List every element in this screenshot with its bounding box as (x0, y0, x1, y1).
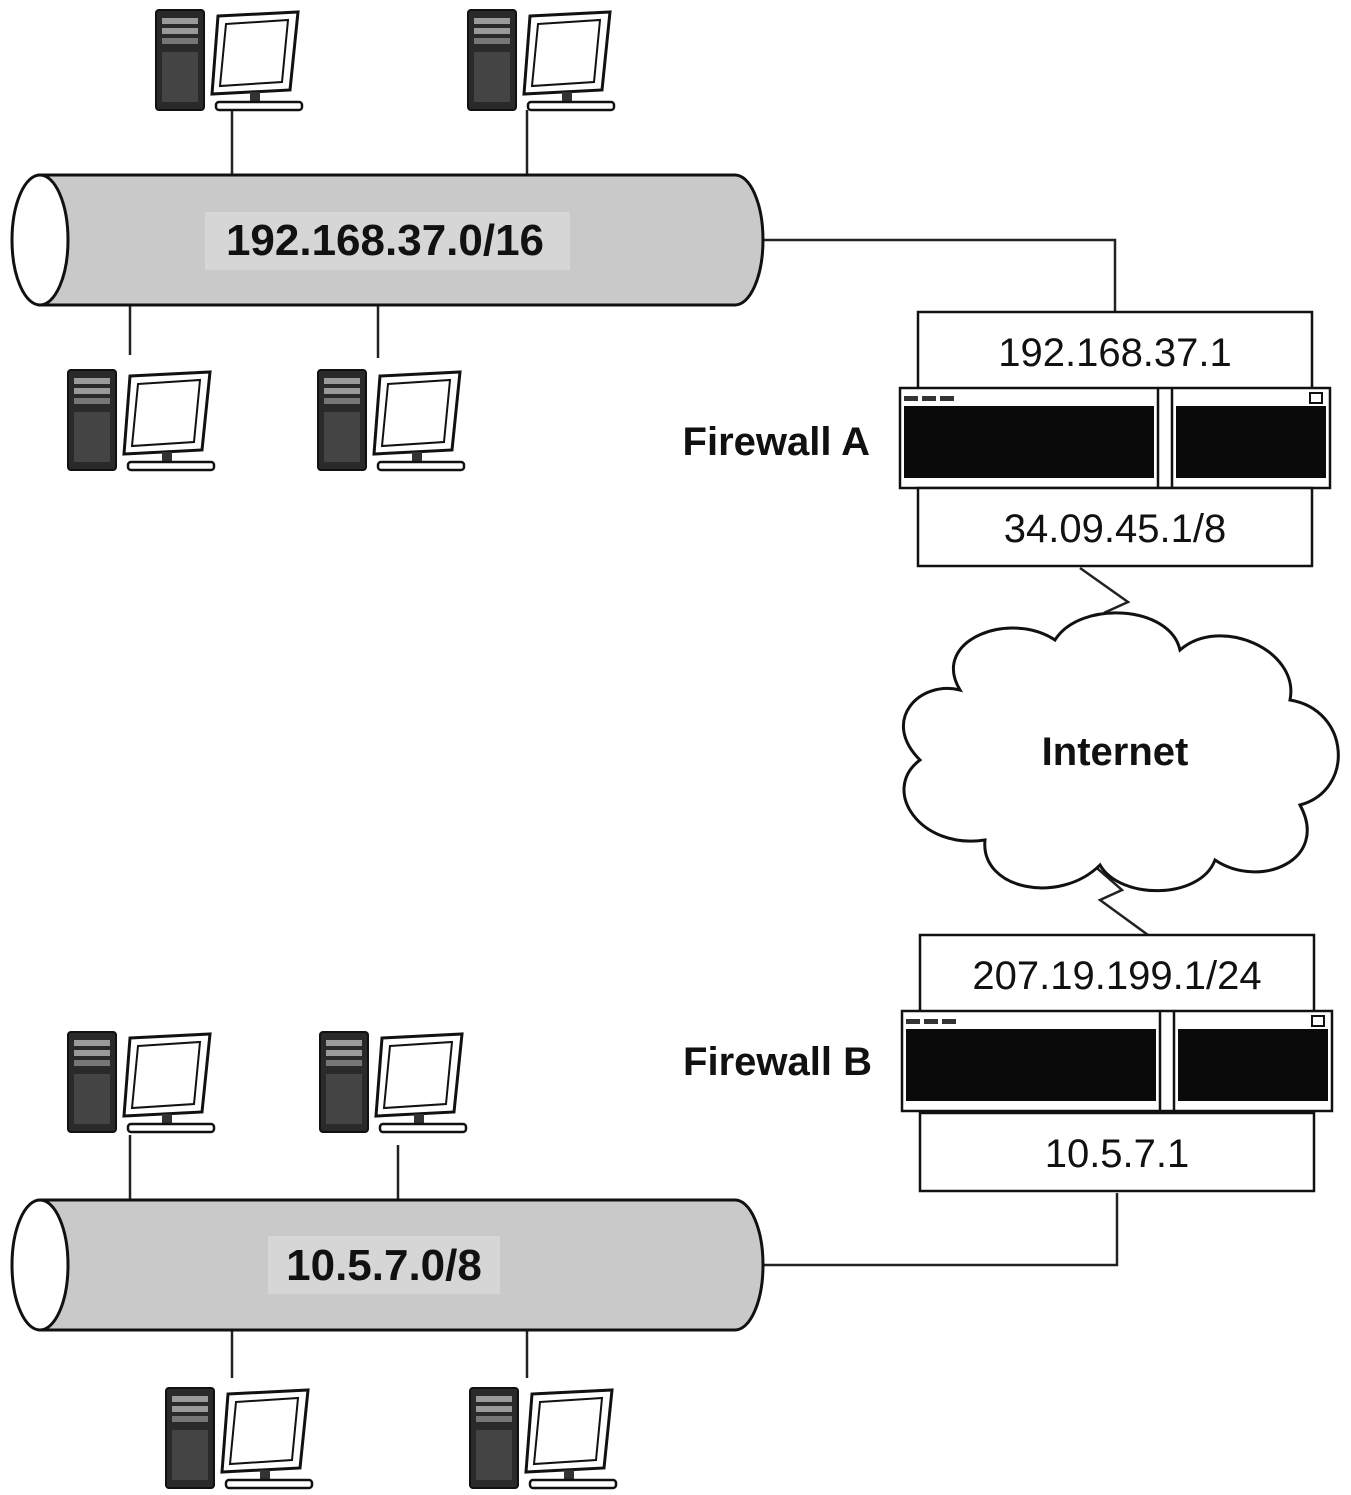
workstation-icon[interactable] (468, 1386, 618, 1490)
workstation-icon[interactable] (154, 8, 304, 112)
bottom-network-label: 10.5.7.0/8 (286, 1241, 482, 1290)
top-network-label: 192.168.37.0/16 (226, 216, 544, 265)
firewall-b-external-ip: 207.19.199.1/24 (972, 954, 1261, 998)
firewall-a: 192.168.37.1 34.09.45.1/8 Firewall A (683, 310, 1332, 568)
workstation-icon[interactable] (66, 368, 216, 472)
firewall-a-label: Firewall A (683, 420, 870, 464)
firewall-icon[interactable] (898, 386, 1332, 490)
lightning-bolt-icon (1089, 861, 1149, 937)
workstation-icon[interactable] (66, 1030, 216, 1134)
firewall-b-internal-box (918, 1111, 1316, 1193)
firewall-a-internal-box (916, 310, 1314, 392)
firewall-a-internal-ip: 192.168.37.1 (998, 331, 1232, 375)
top-network-pipe: 192.168.37.0/16 (10, 173, 765, 307)
firewall-a-external-box (916, 486, 1314, 568)
firewall-b-label: Firewall B (683, 1040, 872, 1084)
workstation-icon[interactable] (318, 1030, 468, 1134)
workstation-icon[interactable] (466, 8, 616, 112)
firewall-a-external-ip: 34.09.45.1/8 (1004, 507, 1226, 551)
cloud-icon: Internet (901, 611, 1340, 893)
workstation-icon[interactable] (164, 1386, 314, 1490)
firewall-b-internal-ip: 10.5.7.1 (1045, 1132, 1190, 1176)
workstation-icon[interactable] (316, 368, 466, 472)
firewall-b: 207.19.199.1/24 10.5.7.1 Firewall B (683, 933, 1334, 1193)
firewall-icon[interactable] (900, 1009, 1334, 1113)
cloud-label: Internet (1042, 730, 1189, 774)
bottom-network-pipe: 10.5.7.0/8 (10, 1198, 765, 1332)
